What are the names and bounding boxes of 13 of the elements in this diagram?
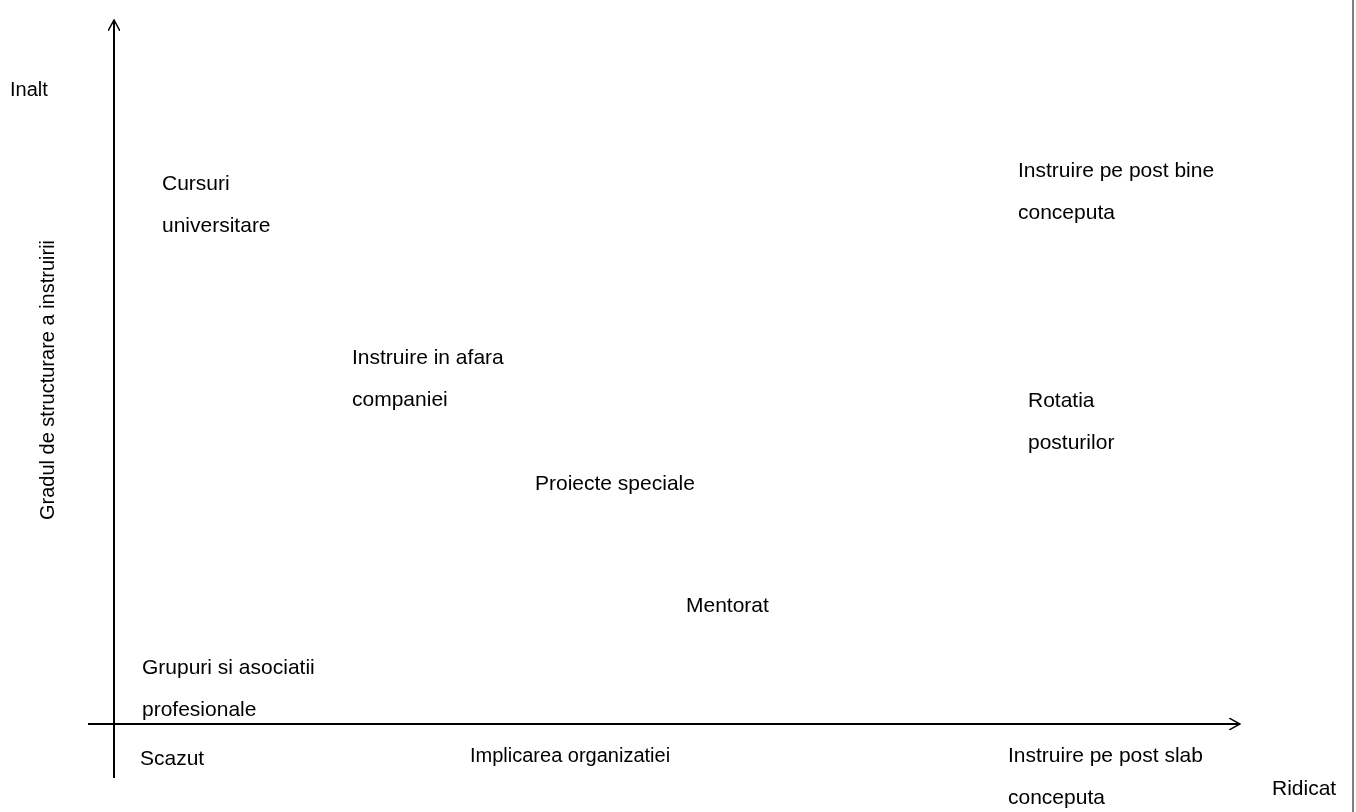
method-label: Proiecte speciale	[535, 470, 696, 496]
axis-value-label: Ridicat	[1272, 775, 1338, 801]
method-label: Instruire pe post bine conceputa	[1018, 157, 1216, 225]
method-label: Rotatia posturilor	[1028, 387, 1116, 455]
axis-value-label: Inalt	[10, 77, 49, 101]
method-label: Cursuri universitare	[162, 170, 272, 238]
axis-title: Implicarea organizatiei	[470, 743, 672, 767]
method-label: Instruire pe post slab conceputa	[1008, 742, 1204, 810]
method-label: Instruire in afara companiei	[352, 344, 505, 412]
method-label: Grupuri si asociatii profesionale	[142, 654, 316, 722]
method-label: Mentorat	[686, 592, 770, 618]
axis-title: Gradul de structurare a instruirii	[35, 239, 59, 521]
axis-value-label: Scazut	[140, 745, 206, 771]
